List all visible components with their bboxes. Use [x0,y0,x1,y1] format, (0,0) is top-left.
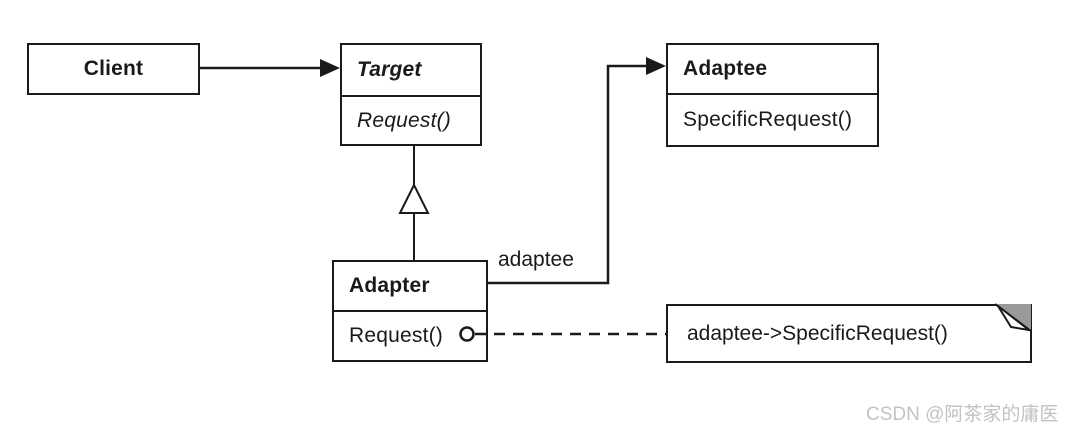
solid-arrowhead-icon [320,59,340,77]
class-name-client: Client [83,57,144,80]
request-note-dashed-link [459,326,666,342]
class-name-adapter: Adapter [349,274,430,297]
hollow-triangle-generalization-icon [398,182,430,214]
note-text: adaptee->SpecificRequest() [687,321,948,345]
implementation-note: adaptee->SpecificRequest() [666,304,1032,363]
class-method-adapter-request: Request() [334,310,486,360]
watermark-text: CSDN @阿茶家的庸医 [866,404,1059,425]
adapter-target-generalization [398,146,430,260]
association-role-label: adaptee [498,248,574,271]
class-method-target-request: Request() [342,95,480,144]
class-method-adaptee-specificrequest: SpecificRequest() [668,93,877,145]
class-box-adaptee: Adaptee SpecificRequest() [666,43,879,147]
class-name-adaptee: Adaptee [683,57,768,80]
class-box-adapter: Adapter Request() [332,260,488,362]
class-name-target: Target [357,58,422,81]
class-box-target: Target Request() [340,43,482,146]
class-box-client: Client [27,43,200,95]
solid-arrowhead-icon [646,57,666,75]
client-target-association [200,59,340,77]
